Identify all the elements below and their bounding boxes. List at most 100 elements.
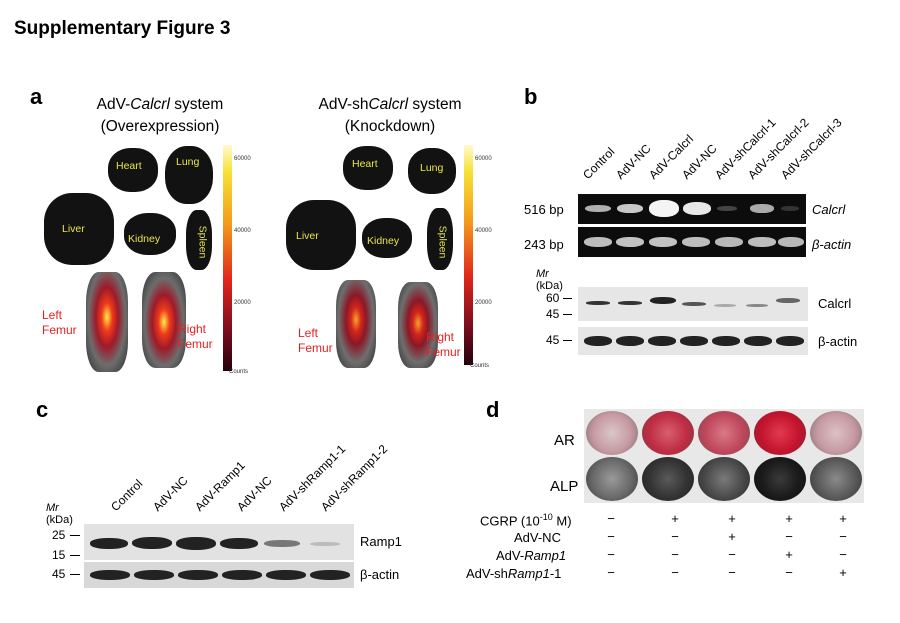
lung-image	[165, 146, 213, 204]
color-scale-bar	[223, 145, 232, 371]
western-blot-calcrl	[578, 287, 808, 321]
scale-tick: Counts	[229, 369, 249, 375]
condition-sign: −	[671, 547, 679, 562]
left-femur-image	[336, 280, 376, 368]
scale-tick: 40000	[475, 228, 492, 234]
liver-image	[44, 193, 114, 265]
mr-label: Mr(kDa)	[536, 268, 563, 292]
condition-sign: −	[607, 565, 615, 580]
condition-sign: −	[671, 565, 679, 580]
condition-sign: −	[839, 529, 847, 544]
panel-a-label: a	[30, 84, 43, 109]
scale-tick: 60000	[475, 156, 492, 162]
kidney-label: Kidney	[128, 233, 161, 245]
condition-label-adv-shramp1: AdV-shRamp1-1	[466, 566, 562, 581]
lane-label: AdV-NC	[150, 473, 191, 514]
condition-sign: −	[839, 547, 847, 562]
heart-label: Heart	[352, 158, 378, 170]
scale-tick: Counts	[470, 363, 490, 369]
heart-image	[343, 146, 393, 190]
protein-label: Calcrl	[818, 296, 852, 311]
mr-label: Mr(kDa)	[46, 502, 73, 526]
heart-label: Heart	[116, 160, 142, 172]
condition-sign: −	[785, 565, 793, 580]
condition-sign: +	[785, 511, 793, 526]
marker-45: 45	[52, 567, 66, 581]
lane-label: Control	[580, 144, 618, 182]
protein-label: β-actin	[360, 567, 400, 582]
left-femur-image	[86, 272, 128, 372]
color-scale-bar	[464, 145, 473, 365]
alp-well	[698, 457, 750, 501]
heart-image	[108, 148, 158, 192]
condition-sign: −	[785, 529, 793, 544]
western-blot-beta-actin	[578, 327, 808, 355]
figure-title: Supplementary Figure 3	[14, 18, 231, 39]
condition-sign: −	[607, 511, 615, 526]
scale-tick: 40000	[234, 228, 251, 234]
marker-tick	[563, 314, 572, 315]
condition-sign: +	[728, 511, 736, 526]
lung-label: Lung	[176, 156, 200, 168]
ar-well	[586, 411, 638, 455]
ar-well	[698, 411, 750, 455]
condition-label-cgrp: CGRP (10-10 M)	[480, 512, 572, 529]
alp-well	[642, 457, 694, 501]
spleen-image	[427, 208, 453, 270]
marker-tick	[70, 555, 80, 556]
condition-sign: −	[671, 529, 679, 544]
marker-tick	[70, 535, 80, 536]
marker-tick	[563, 298, 572, 299]
kidney-label: Kidney	[367, 235, 400, 247]
panel-b-label: b	[524, 84, 538, 109]
scale-tick: 20000	[234, 300, 251, 306]
condition-sign: +	[785, 547, 793, 562]
condition-label-adv-nc: AdV-NC	[514, 530, 561, 545]
panel-d-label: d	[486, 397, 500, 422]
marker-45-actin: 45	[546, 333, 560, 347]
right-femur-image	[142, 272, 186, 368]
condition-sign: +	[839, 565, 847, 580]
condition-sign: −	[607, 529, 615, 544]
pcr-gel-calcrl	[578, 194, 806, 224]
condition-sign: +	[728, 529, 736, 544]
kidney-image	[362, 218, 412, 258]
pcr-size-label: 516 bp	[524, 202, 564, 217]
liver-label: Liver	[296, 230, 319, 242]
marker-tick	[70, 574, 80, 575]
scale-tick: 60000	[234, 156, 251, 162]
spleen-label: Spleen	[196, 225, 209, 259]
marker-25: 25	[52, 528, 66, 542]
pcr-size-label: 243 bp	[524, 237, 564, 252]
lane-label: Control	[108, 476, 146, 514]
western-blot-ramp1	[84, 524, 354, 560]
liver-image	[286, 200, 356, 270]
lane-label: AdV-NC	[613, 141, 654, 182]
liver-label: Liver	[62, 223, 85, 235]
alp-well	[586, 457, 638, 501]
condition-sign: +	[671, 511, 679, 526]
kidney-image	[124, 213, 176, 255]
marker-tick	[563, 340, 572, 341]
condition-sign: +	[839, 511, 847, 526]
pcr-gene-label: Calcrl	[812, 202, 846, 217]
ar-well	[754, 411, 806, 455]
alp-well	[810, 457, 862, 501]
spleen-label: Spleen	[436, 225, 449, 259]
condition-sign: −	[728, 547, 736, 562]
lung-label: Lung	[420, 162, 444, 174]
panel-c-label: c	[36, 397, 49, 422]
ar-well	[642, 411, 694, 455]
condition-sign: −	[607, 547, 615, 562]
right-femur-image	[398, 282, 438, 368]
panel-a-left-header: AdV-Calcrl system (Overexpression)	[96, 96, 224, 135]
panel-a-right-header: AdV-shCalcrl system (Knockdown)	[318, 96, 462, 135]
pcr-gene-label: β-actin	[812, 237, 852, 252]
western-blot-beta-actin	[84, 562, 354, 588]
lane-label: AdV-NC	[234, 473, 275, 514]
lung-image	[408, 148, 456, 194]
